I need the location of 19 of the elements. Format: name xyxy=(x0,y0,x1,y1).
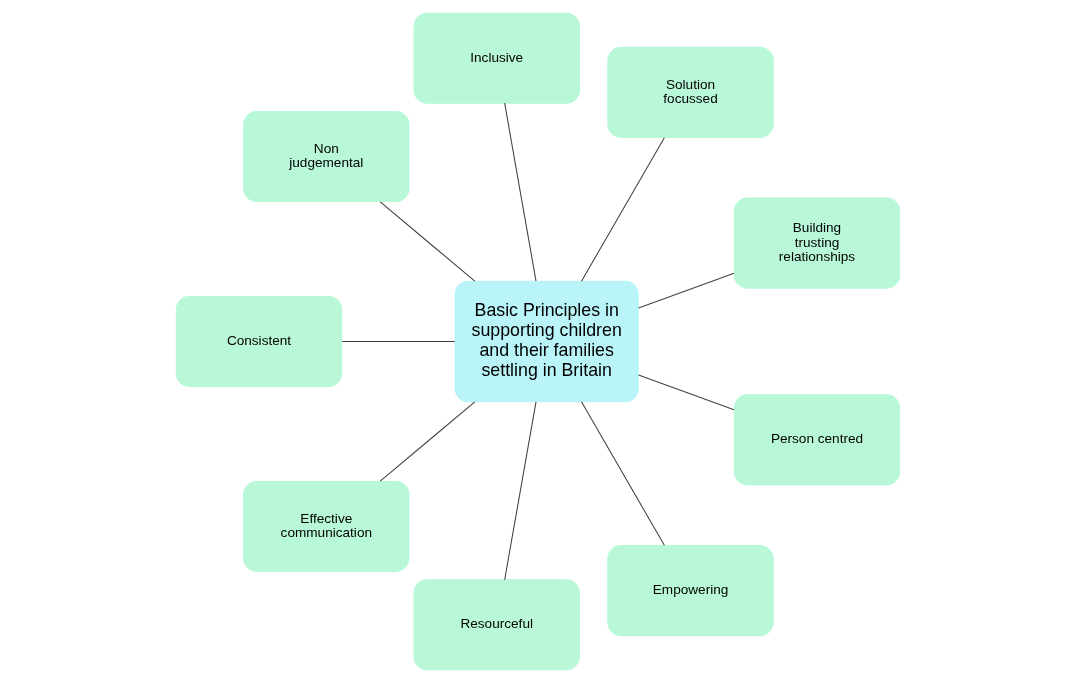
node-box: Building trusting relationships xyxy=(733,197,900,289)
node-box: Empowering xyxy=(606,544,774,636)
connector xyxy=(503,400,537,580)
connector xyxy=(341,340,455,342)
node-box: Non judgemental xyxy=(242,110,409,202)
node-box: Person centred xyxy=(733,393,900,485)
connector xyxy=(580,136,665,282)
connector xyxy=(637,272,734,309)
node-box: Inclusive xyxy=(413,12,580,104)
connector xyxy=(503,102,537,282)
connector xyxy=(580,400,665,546)
connector xyxy=(379,400,475,482)
connector xyxy=(379,200,475,282)
node-box: Consistent xyxy=(175,295,342,387)
node-box: Solution focussed xyxy=(606,46,774,138)
node-box: Resourceful xyxy=(413,578,580,670)
node-box: Effective communication xyxy=(242,480,409,572)
connector xyxy=(637,373,734,410)
node-box: Basic Principles in supporting children and their families settling in Britain xyxy=(454,280,639,402)
